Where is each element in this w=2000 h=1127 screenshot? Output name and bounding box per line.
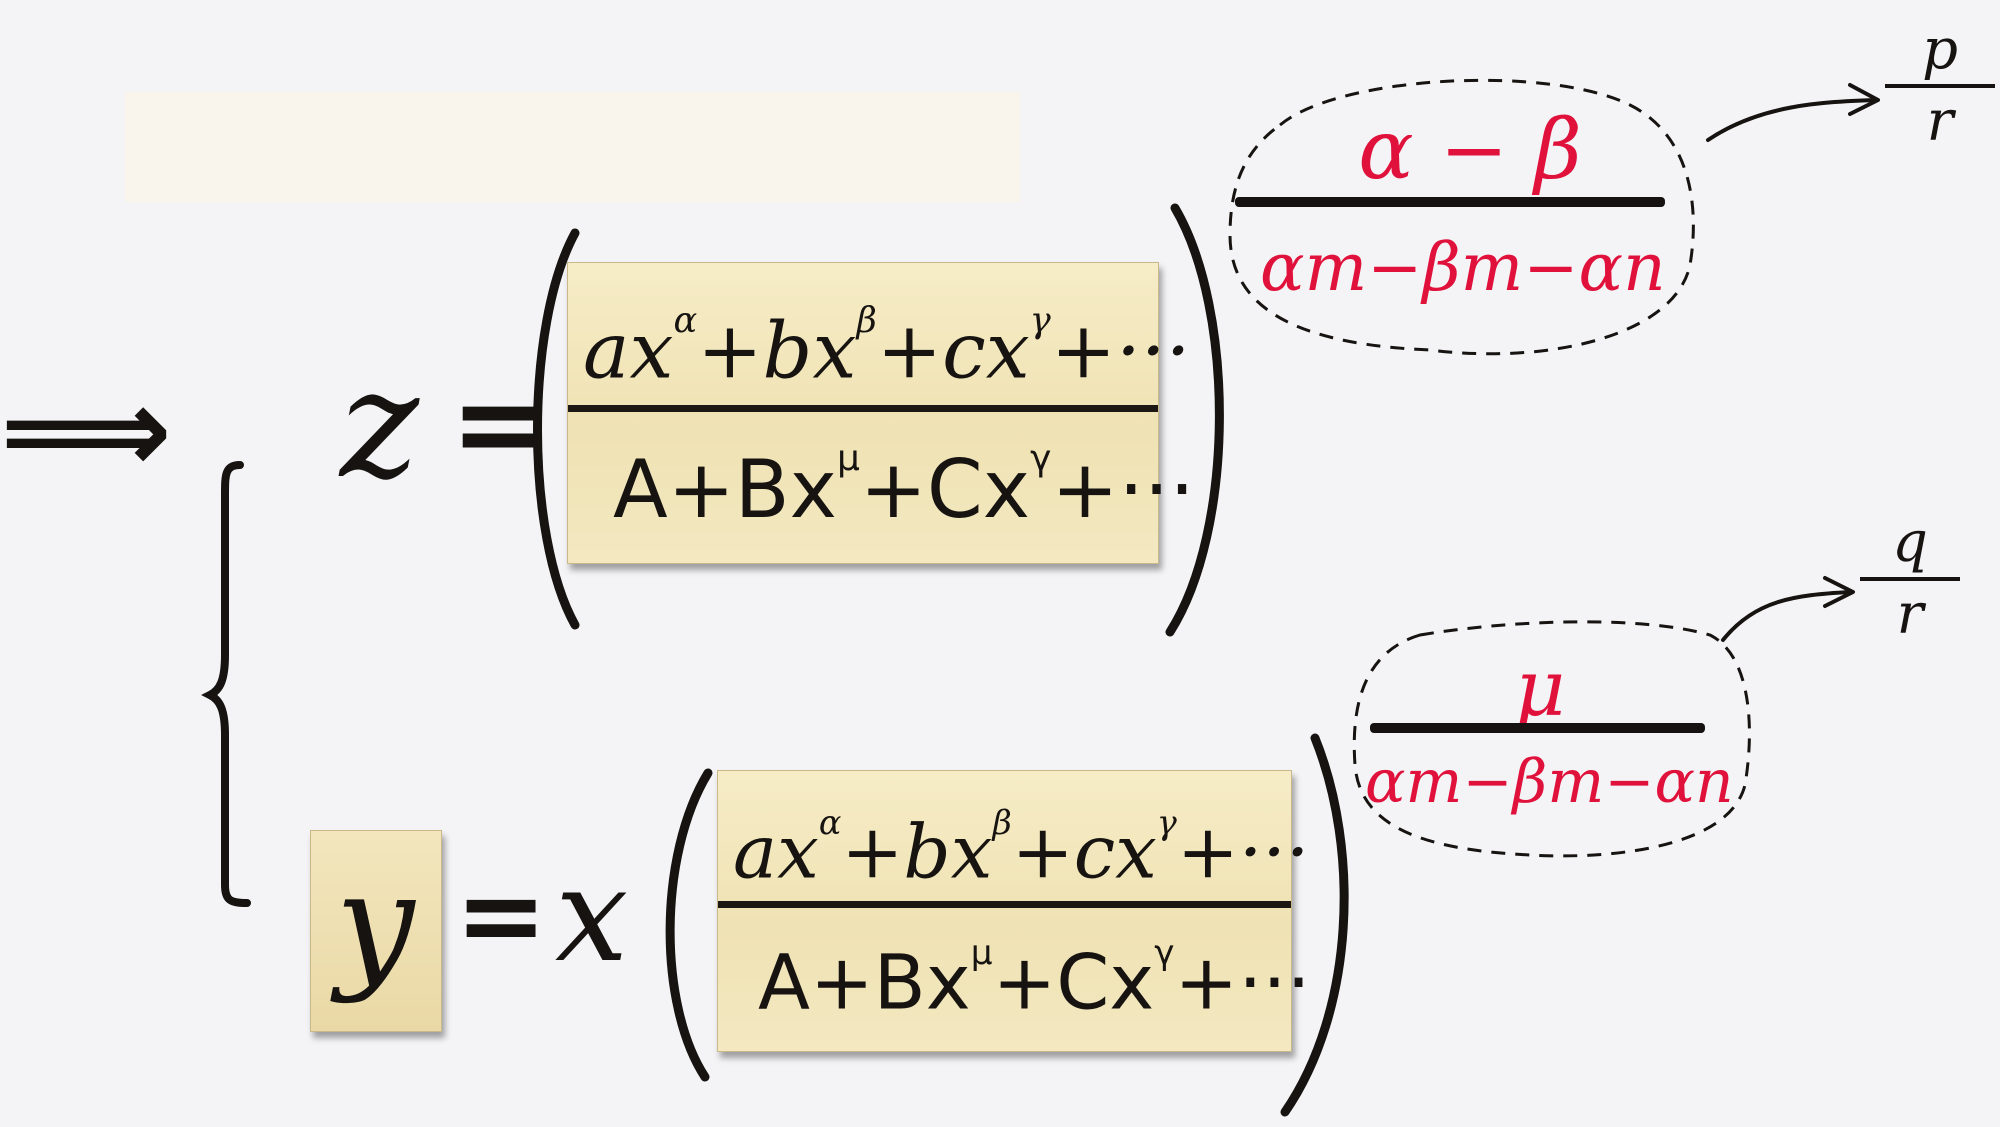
y-right-paren xyxy=(1280,733,1349,1117)
y-left-paren xyxy=(665,768,713,1082)
implies-arrow: ⟹ xyxy=(0,362,173,501)
y-result-fraction: q r xyxy=(1860,515,1960,643)
z-result-denominator: r xyxy=(1926,89,1954,154)
z-result-arrow xyxy=(1706,83,1880,142)
y-exponent-denominator: αm−βm−αn xyxy=(1365,747,1734,817)
y-exponent-bar xyxy=(1370,723,1705,733)
z-fraction-line xyxy=(568,405,1158,412)
z-exponent-bar xyxy=(1235,197,1665,207)
y-exponent-cloud xyxy=(1352,620,1751,858)
y-numerator: axα+bxβ+cxγ+··· xyxy=(733,803,1310,896)
y-variable: y xyxy=(335,843,415,1006)
z-result-bar xyxy=(1885,84,1995,88)
z-exponent-denominator: αm−βm−αn xyxy=(1260,229,1666,306)
z-right-paren xyxy=(1165,203,1224,637)
y-result-denominator: r xyxy=(1896,582,1924,647)
y-denominator: A+Bxμ+Cxγ+··· xyxy=(758,933,1311,1027)
z-variable: z xyxy=(340,338,420,512)
z-result-numerator: p xyxy=(1922,17,1958,82)
z-fraction-tile: axα+bxβ+cxγ+··· A+Bxμ+Cxγ+··· xyxy=(567,262,1195,564)
y-result-numerator: q xyxy=(1892,510,1928,575)
y-result-arrow xyxy=(1721,576,1855,642)
sticky-note xyxy=(125,92,1020,202)
z-left-paren xyxy=(533,228,580,630)
y-equals-sign: = xyxy=(455,851,548,979)
z-exponent-numerator: α − β xyxy=(1358,103,1582,198)
z-numerator: axα+bxβ+cxγ+··· xyxy=(583,300,1191,397)
x-factor: x xyxy=(555,839,629,991)
y-exponent-numerator: μ xyxy=(1514,644,1566,734)
curly-brace xyxy=(201,461,251,907)
y-fraction-line xyxy=(718,901,1291,908)
y-tile xyxy=(310,830,442,1032)
y-fraction-tile: axα+bxβ+cxγ+··· A+Bxμ+Cxγ+··· xyxy=(717,770,1311,1052)
z-result-fraction: p r xyxy=(1885,22,1995,150)
y-result-bar xyxy=(1860,577,1960,581)
z-exponent-cloud xyxy=(1228,78,1695,356)
z-denominator: A+Bxμ+Cxγ+··· xyxy=(613,438,1195,536)
